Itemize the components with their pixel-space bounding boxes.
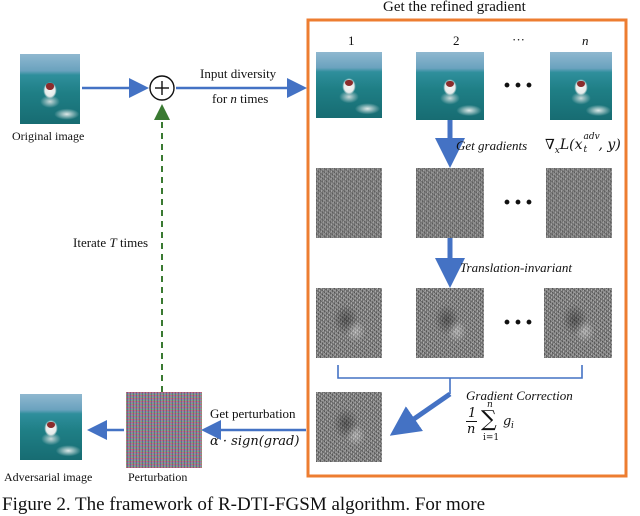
refined-gradient-frame xyxy=(306,18,628,478)
ti-gradient-2 xyxy=(416,288,484,358)
fraction-denominator: n xyxy=(467,422,476,437)
gradient-1 xyxy=(316,168,382,238)
t-subscript: t xyxy=(583,145,588,155)
original-image xyxy=(20,54,80,124)
column-1-label: 1 xyxy=(348,33,355,48)
ti-gradient-n xyxy=(544,288,612,358)
correction-bracket xyxy=(337,365,583,394)
ti-gradient-1 xyxy=(316,288,382,358)
T-symbol: T xyxy=(109,235,117,250)
correction-formula: 1 n n ∑ i=1 g i xyxy=(466,400,566,450)
fraction-bar xyxy=(466,421,477,422)
adv-superscript: adv xyxy=(583,132,600,142)
column-2-label: 2 xyxy=(453,33,460,48)
loss-symbol: L(x xyxy=(559,137,583,153)
column-ellipsis-label: ··· xyxy=(512,32,525,47)
diverse-input-1 xyxy=(316,52,382,118)
xt-adv-scripts: adv t xyxy=(583,132,600,155)
corrected-gradient xyxy=(316,392,382,462)
sum-upper-limit: n xyxy=(487,400,493,410)
fraction-numerator: 1 xyxy=(468,406,477,421)
gradient-n xyxy=(546,168,612,238)
times-text: times xyxy=(236,91,269,106)
diverse-input-2 xyxy=(416,52,484,120)
sum-term-subscript: i xyxy=(511,421,514,431)
get-perturbation-label: Get perturbation xyxy=(210,406,296,421)
perturbation-formula: α · sign(grad) xyxy=(210,434,300,449)
nabla-subscript: x xyxy=(554,145,560,156)
row1-ellipsis: ··· xyxy=(502,69,536,102)
arrow-correction xyxy=(389,391,452,436)
translation-invariant-label: Translation-invariant xyxy=(460,260,572,275)
n-symbol: n xyxy=(230,91,237,106)
adversarial-image xyxy=(20,394,82,460)
gradient-correction-label: Gradient Correction xyxy=(466,388,573,403)
row3-ellipsis: ··· xyxy=(502,306,536,339)
sum-lower-limit: i=1 xyxy=(483,433,500,443)
sum-sign: ∑ xyxy=(481,407,497,432)
original-image-label: Original image xyxy=(12,129,85,143)
iterate-times-text: times xyxy=(116,235,149,250)
adversarial-image-label: Adversarial image xyxy=(4,470,93,484)
figure-caption: Figure 2. The framework of R-DTI-FGSM al… xyxy=(2,494,486,515)
perturbation-image xyxy=(126,392,202,468)
iterate-label: Iterate T times xyxy=(73,235,149,250)
input-diversity-times-label: for n times xyxy=(212,91,268,106)
gradient-2 xyxy=(416,168,484,238)
row2-ellipsis: ··· xyxy=(502,186,536,219)
diverse-input-n xyxy=(550,52,612,120)
iterate-text: Iterate xyxy=(73,235,110,250)
sum-term: g xyxy=(503,414,512,429)
column-n-label: n xyxy=(582,33,589,48)
nabla-symbol: ∇ xyxy=(545,137,555,153)
formula-tail: , y) xyxy=(598,137,621,153)
for-text: for xyxy=(212,91,231,106)
frame-title: Get the refined gradient xyxy=(383,0,526,15)
perturbation-label: Perturbation xyxy=(128,470,188,484)
get-gradients-label: Get gradients xyxy=(456,138,528,153)
input-diversity-label: Input diversity xyxy=(200,66,277,81)
